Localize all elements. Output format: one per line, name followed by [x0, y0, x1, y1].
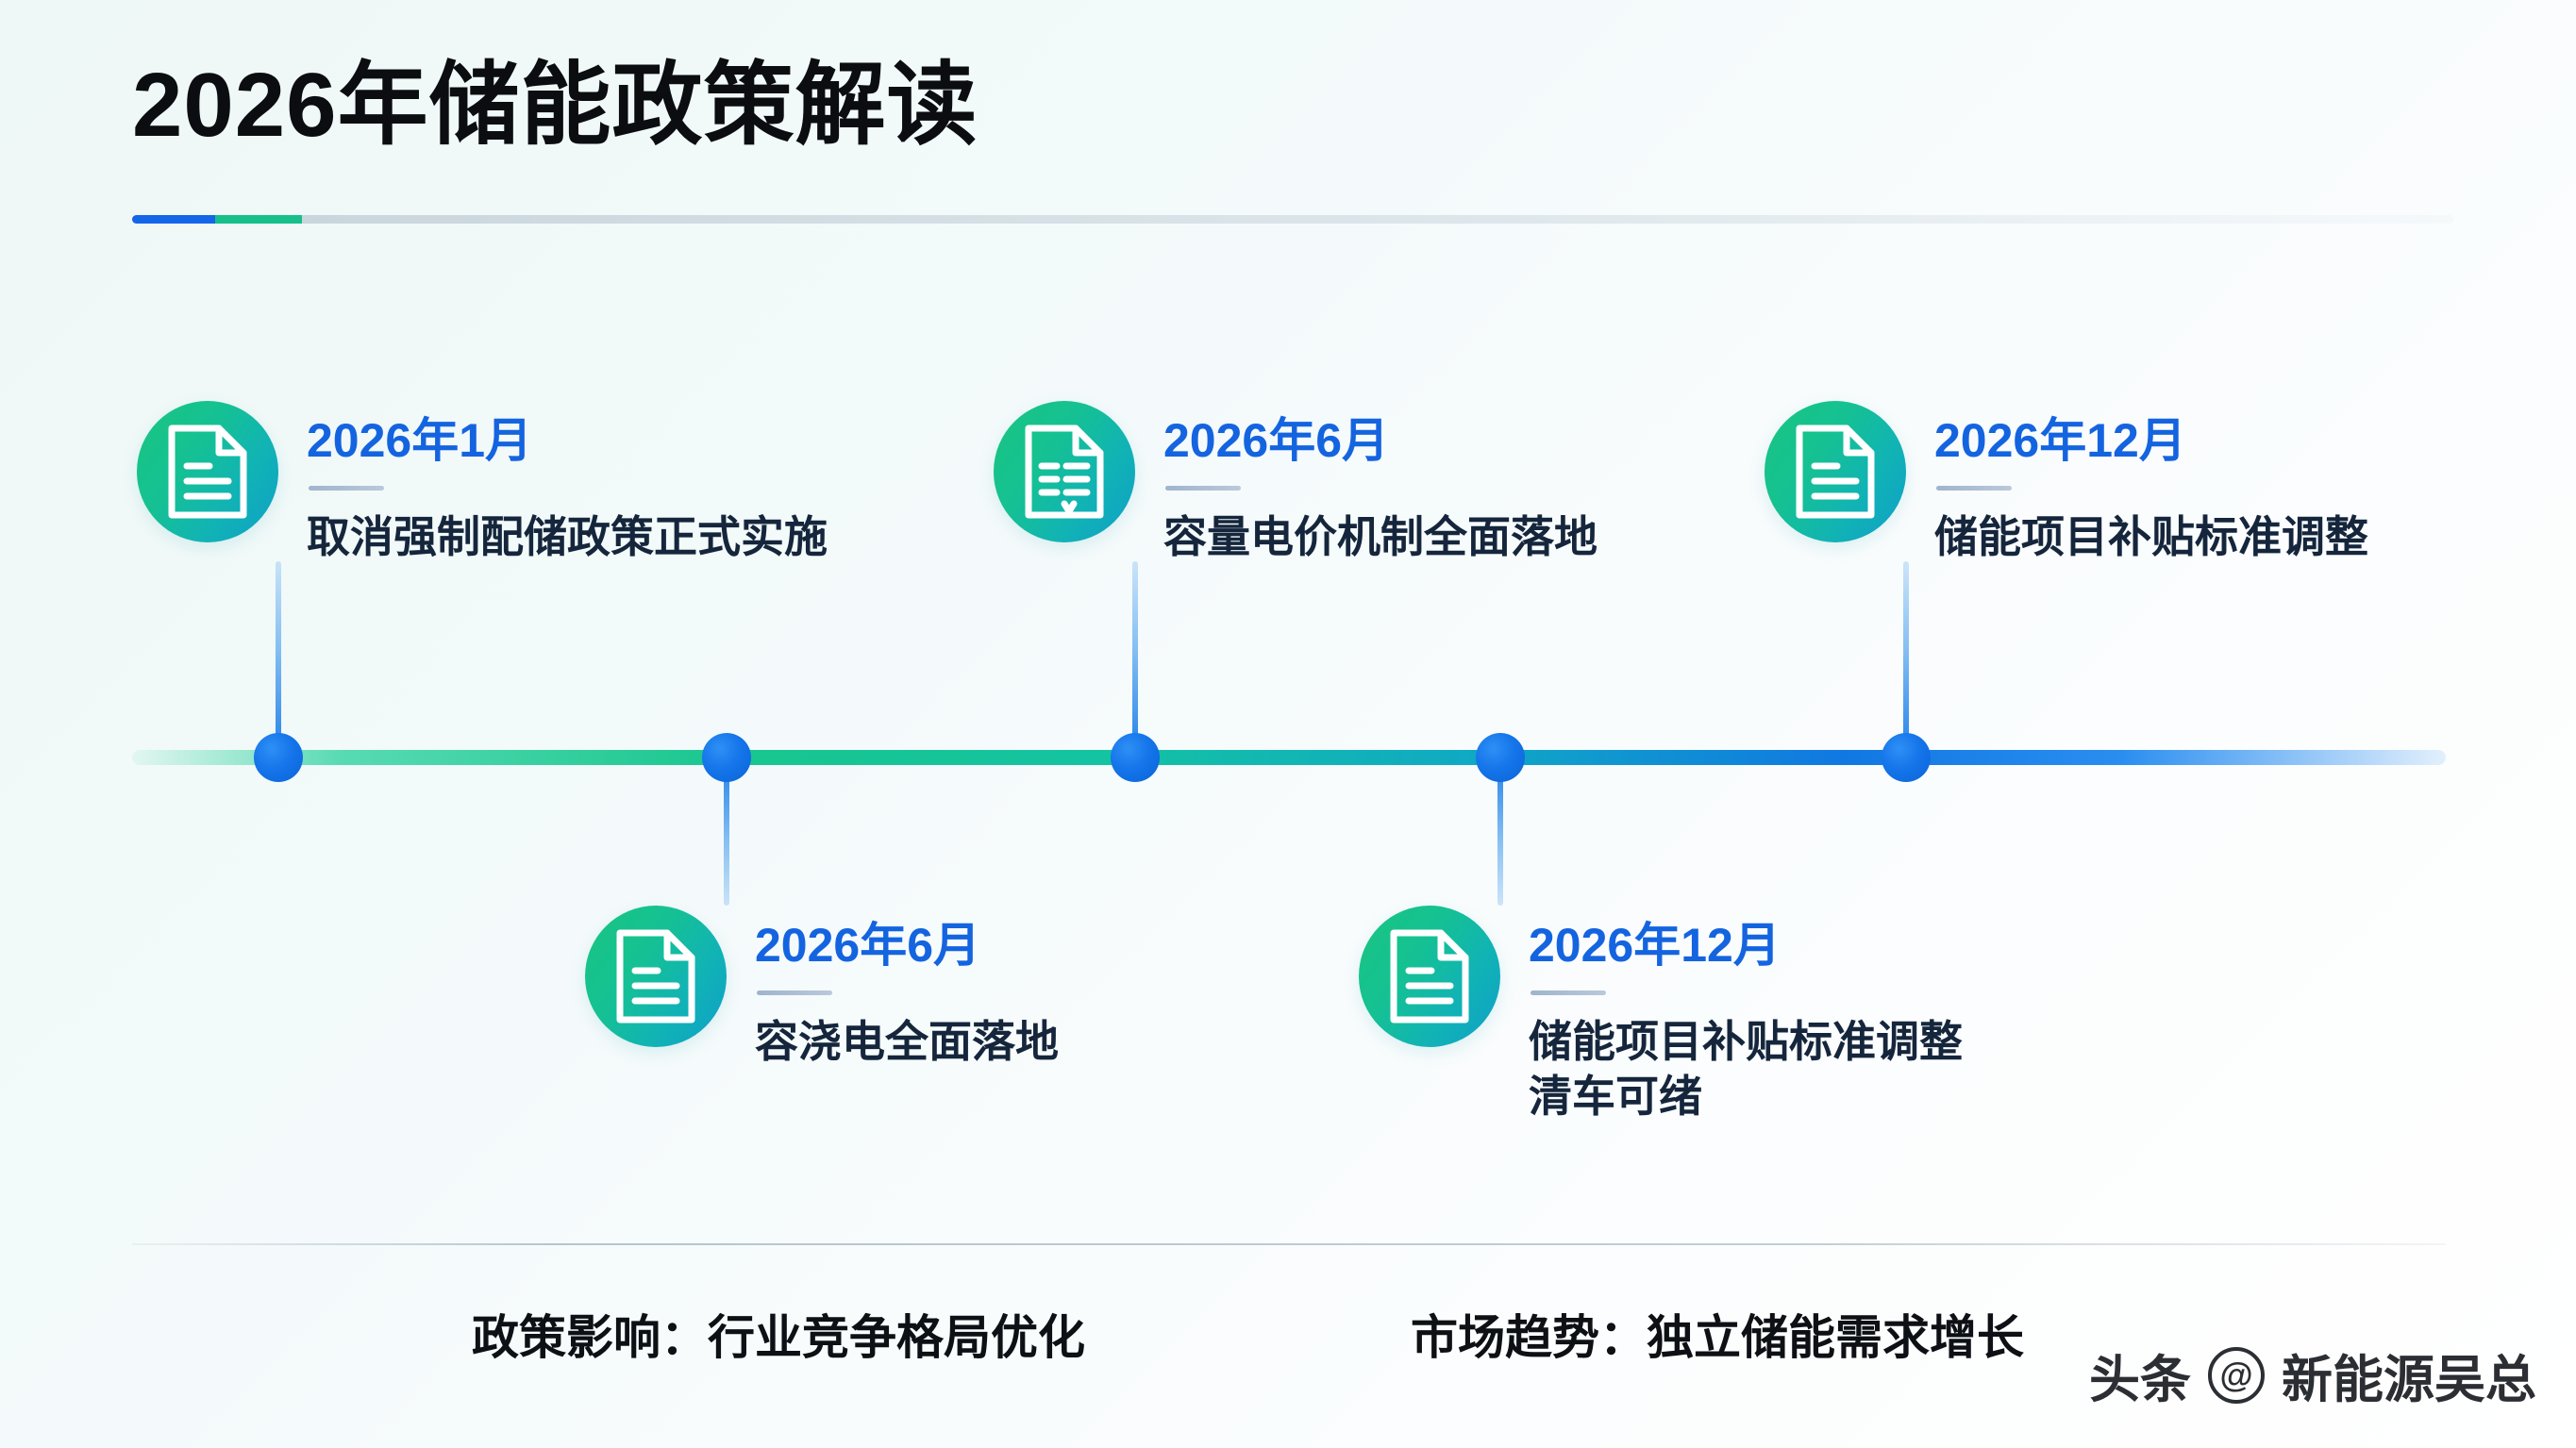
watermark-platform: 头条	[2089, 1352, 2191, 1408]
footer-note-policy-impact: 政策影响：行业竞争格局优化	[472, 1311, 1085, 1364]
milestone-m5[interactable]: 2026年12月储能项目补贴标准调整	[1765, 401, 2368, 564]
watermark: 头条 @ 新能源吴总	[2089, 1338, 2536, 1412]
milestone-body: 2026年6月容量电价机制全面落地	[1163, 401, 1597, 564]
page-title: 2026年储能政策解读	[132, 55, 979, 156]
title-accent-rule	[132, 215, 2453, 224]
document-lines-icon	[585, 906, 727, 1047]
document-lines-icon	[1765, 401, 1906, 542]
timeline-node-dot-m3[interactable]	[1111, 733, 1160, 782]
milestone-date: 2026年12月	[1529, 919, 1781, 972]
milestone-divider	[1531, 990, 1606, 995]
milestone-m3[interactable]: 2026年6月容量电价机制全面落地	[994, 401, 1597, 564]
milestone-date: 2026年6月	[755, 919, 981, 972]
milestone-description-line2: 清车可绪	[1529, 1072, 1702, 1122]
milestone-body: 2026年1月取消强制配储政策正式实施	[307, 401, 828, 564]
milestone-body: 2026年12月储能项目补贴标准调整清车可绪	[1529, 906, 1963, 1124]
document-lines-icon	[1359, 906, 1500, 1047]
timeline-axis	[132, 750, 2446, 765]
timeline-connector-m5	[1903, 561, 1909, 757]
milestone-m1[interactable]: 2026年1月取消强制配储政策正式实施	[137, 401, 828, 564]
timeline-connector-m2	[724, 757, 729, 906]
timeline-node-dot-m5[interactable]	[1882, 733, 1931, 782]
timeline-node-dot-m2[interactable]	[702, 733, 751, 782]
timeline-node-dot-m4[interactable]	[1476, 733, 1525, 782]
timeline-connector-m4	[1497, 757, 1503, 906]
milestone-description: 容量电价机制全面落地	[1163, 511, 1597, 561]
milestone-date: 2026年1月	[307, 414, 533, 467]
footer-divider	[132, 1243, 2446, 1245]
milestone-divider	[1936, 485, 2012, 491]
at-icon: @	[2208, 1346, 2265, 1404]
timeline-connector-m3	[1132, 561, 1138, 757]
timeline-connector-m1	[276, 561, 281, 757]
milestone-date: 2026年12月	[1934, 414, 2186, 467]
timeline-node-dot-m1[interactable]	[254, 733, 303, 782]
milestone-description: 储能项目补贴标准调整	[1529, 1016, 1963, 1066]
footer-note-market-trend: 市场趋势：独立储能需求增长	[1411, 1311, 2024, 1364]
milestone-description: 取消强制配储政策正式实施	[307, 511, 828, 561]
milestone-m2[interactable]: 2026年6月容浇电全面落地	[585, 906, 1059, 1069]
milestone-description: 容浇电全面落地	[755, 1016, 1059, 1066]
milestone-divider	[1165, 485, 1241, 491]
milestone-m4[interactable]: 2026年12月储能项目补贴标准调整清车可绪	[1359, 906, 1963, 1124]
document-bullets-icon	[994, 401, 1135, 542]
milestone-divider	[757, 990, 832, 995]
watermark-account: 新能源吴总	[2282, 1352, 2536, 1408]
milestone-body: 2026年12月储能项目补贴标准调整	[1934, 401, 2368, 564]
milestone-date: 2026年6月	[1163, 414, 1390, 467]
milestone-body: 2026年6月容浇电全面落地	[755, 906, 1059, 1069]
milestone-description: 储能项目补贴标准调整	[1934, 511, 2368, 561]
document-lines-icon	[137, 401, 278, 542]
milestone-divider	[309, 485, 384, 491]
